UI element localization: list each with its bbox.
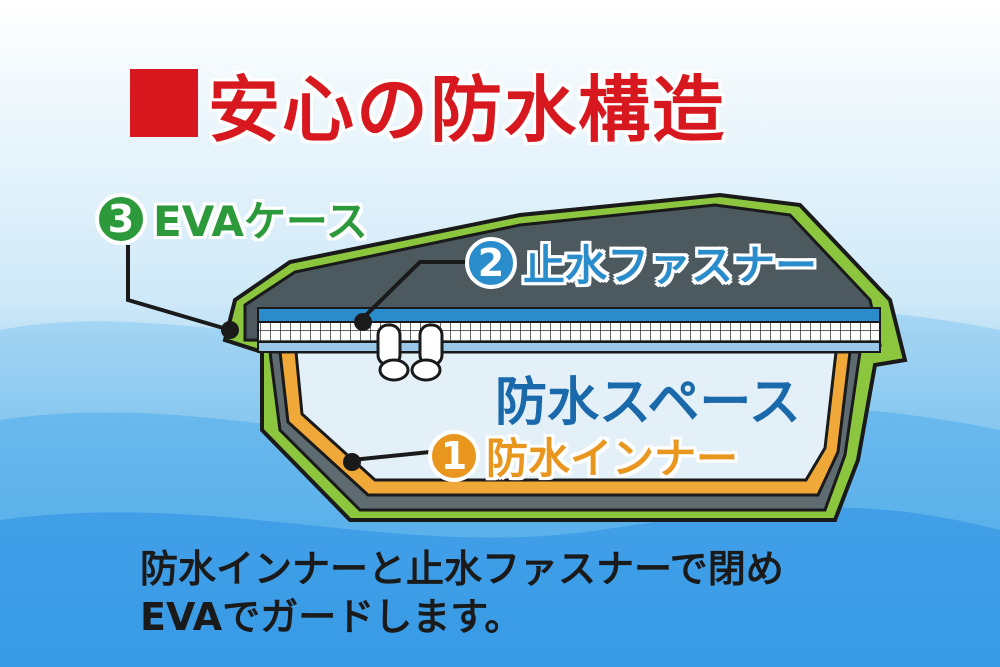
leader-dot-inner (343, 453, 361, 471)
leader-dot-fastener (354, 313, 372, 331)
red-square-icon (130, 69, 198, 137)
zipper-pull-icon (376, 323, 444, 382)
wave-3 (0, 507, 1000, 667)
page-title: 安心の防水構造 (130, 58, 726, 152)
label-inner: 1 防水インナー (428, 425, 738, 486)
leader-line-inner (351, 450, 431, 462)
caption-line-2: EVAでガードします。 (140, 595, 523, 639)
caption: 防水インナーと止水ファスナーで閉め EVAでガードします。 (140, 545, 784, 641)
fastener-teeth (257, 321, 881, 343)
caption-line-1: 防水インナーと止水ファスナーで閉め (140, 547, 784, 591)
number-2-icon: 2 (465, 236, 517, 289)
label-inner-text: 防水インナー (486, 434, 739, 483)
label-eva-case-text: EVAケース (153, 197, 368, 246)
label-eva-case: 3 EVAケース (95, 188, 368, 249)
fastener-band-lower (257, 341, 881, 353)
title-text: 安心の防水構造 (208, 67, 727, 152)
fastener-band (257, 307, 881, 323)
leader-line-eva (126, 245, 231, 332)
label-fastener-text: 止水ファスナー (523, 241, 818, 290)
leader-line-fastener (361, 260, 470, 320)
number-1-icon: 1 (428, 429, 480, 482)
waterproof-space-label: 防水スペース (495, 373, 801, 433)
label-fastener: 2 止水ファスナー (465, 232, 817, 293)
number-3-icon: 3 (95, 192, 147, 245)
leader-dot-eva (221, 321, 239, 339)
